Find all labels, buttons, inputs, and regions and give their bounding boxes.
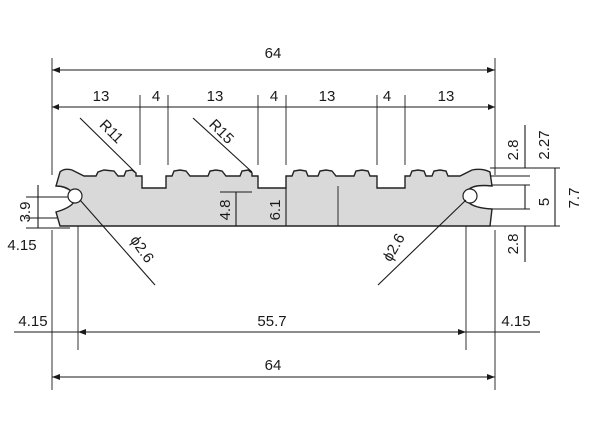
bottom-dims: 4.15 55.7 4.15 64 [14,313,540,380]
right-5: 5 [536,198,553,206]
radius-r15: R15 [205,116,236,147]
bottom-4-15-right: 4.15 [501,313,530,330]
hole-right [462,188,478,204]
seg-6: 4 [383,88,391,105]
inner-height-6-1: 6.1 [267,200,284,221]
left-4-15: 4.15 [7,237,36,254]
left-3-9: 3.9 [17,202,34,223]
bottom-4-15-left: 4.15 [18,313,47,330]
bottom-64: 64 [265,357,282,374]
seg-4: 4 [270,88,278,105]
dimension-top-segments: 13 4 13 4 13 4 13 [52,88,495,110]
left-dims: 3.9 4.15 [7,185,39,254]
right-dims: 2.8 2.27 5 7.7 2.8 [490,125,583,262]
right-2-27: 2.27 [536,130,553,159]
extrusion-profile [55,168,493,227]
right-2-8-top: 2.8 [505,140,522,161]
seg-1: 13 [93,88,110,105]
inner-height-4-8: 4.8 [217,200,234,221]
seg-7: 13 [438,88,455,105]
inner-height-dims: 4.8 6.1 [217,186,339,226]
seg-5: 13 [319,88,336,105]
dimension-top-overall: 64 [52,45,495,73]
bottom-55-7: 55.7 [257,313,286,330]
right-2-8-bottom: 2.8 [505,234,522,255]
hole-dia-left: ϕ2.6 [126,233,157,267]
radius-leaders: R11 R15 [79,116,253,173]
right-7-7: 7.7 [566,188,583,209]
radius-r11: R11 [96,116,127,147]
seg-3: 13 [207,88,224,105]
hole-left [67,188,83,204]
dim-top-64: 64 [265,45,282,62]
seg-2: 4 [152,88,160,105]
